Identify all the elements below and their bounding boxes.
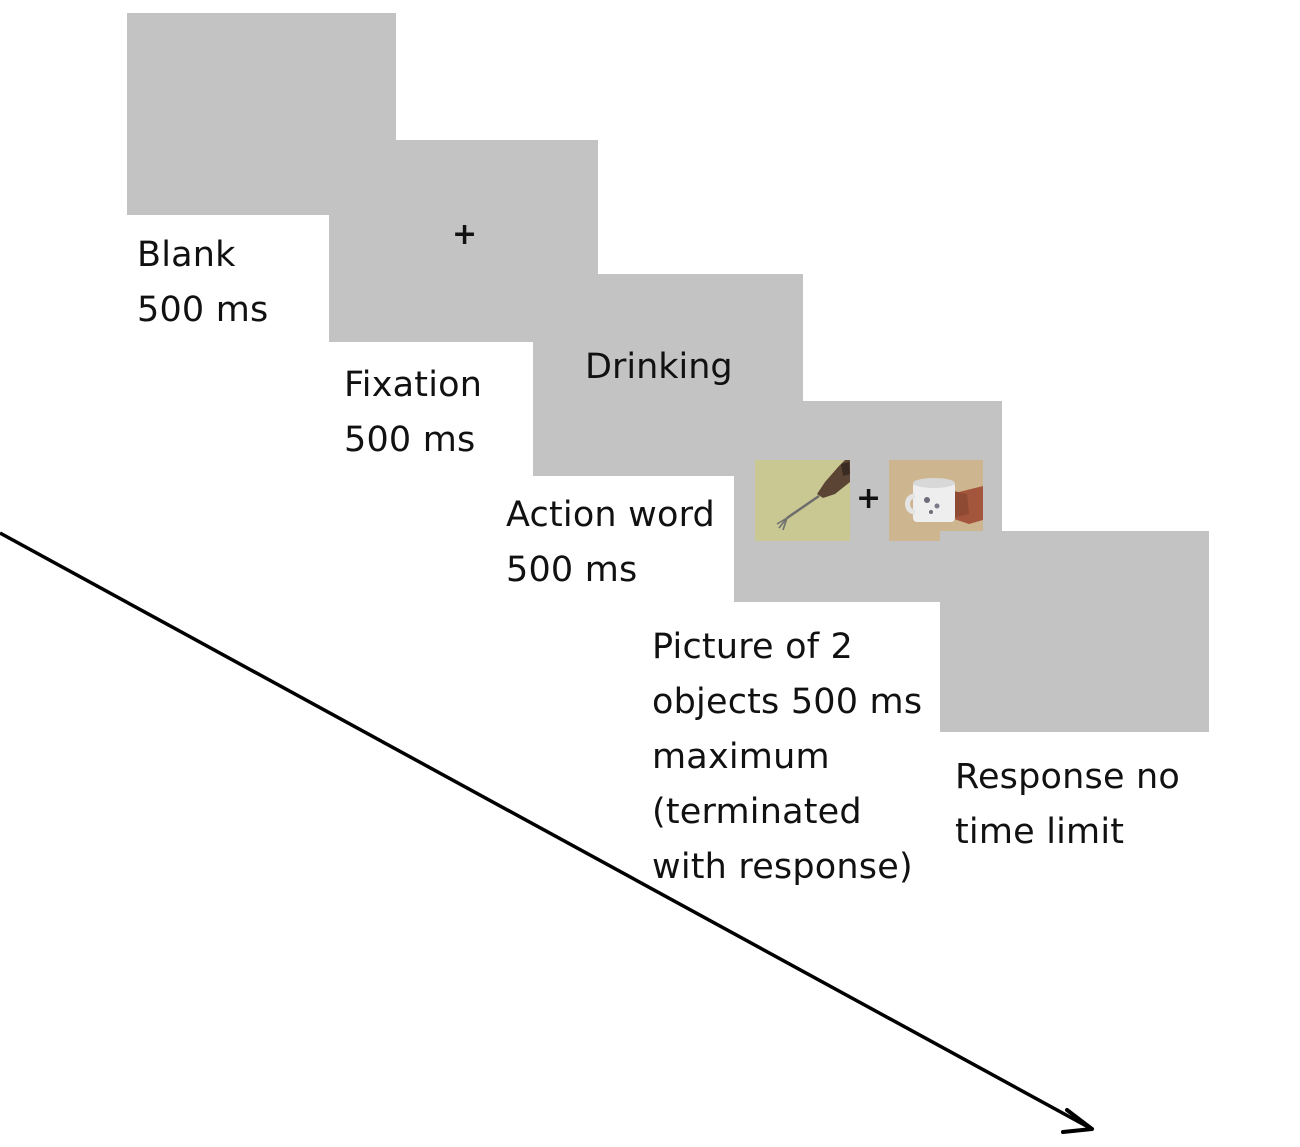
action-word-text: Drinking bbox=[585, 347, 733, 387]
action-word-caption-line2: 500 ms bbox=[506, 550, 638, 590]
response-caption-line2: time limit bbox=[955, 812, 1125, 852]
picture-caption-line4: (terminated bbox=[652, 792, 862, 832]
action-word-caption-line1: Action word bbox=[506, 495, 715, 535]
fixation-caption-line1: Fixation bbox=[344, 365, 483, 405]
fixation-cross: + bbox=[452, 217, 478, 252]
mug-photo bbox=[889, 460, 983, 541]
blank-caption: Blank 500 ms bbox=[137, 228, 268, 338]
hand-holding-mug-icon bbox=[889, 460, 983, 541]
picture-caption-line2: objects 500 ms bbox=[652, 682, 923, 722]
picture-caption-line1: Picture of 2 bbox=[652, 627, 854, 667]
action-word-caption: Action word 500 ms bbox=[506, 488, 715, 598]
response-caption-line1: Response no bbox=[955, 757, 1181, 797]
time-arrow-line bbox=[0, 531, 1091, 1130]
time-arrow-head bbox=[1061, 1108, 1094, 1134]
hand-holding-fork-icon bbox=[755, 460, 850, 541]
blank-caption-line2: 500 ms bbox=[137, 290, 269, 330]
blank-caption-line1: Blank bbox=[137, 235, 236, 275]
response-caption: Response no time limit bbox=[955, 750, 1180, 860]
picture-caption-line3: maximum bbox=[652, 737, 830, 777]
picture-caption: Picture of 2 objects 500 ms maximum (ter… bbox=[652, 620, 922, 895]
fork-photo bbox=[755, 460, 850, 541]
picture-cross: + bbox=[856, 481, 882, 516]
picture-frame: + bbox=[734, 401, 1002, 602]
picture-caption-line5: with response) bbox=[652, 847, 913, 887]
fixation-caption-line2: 500 ms bbox=[344, 420, 476, 460]
response-frame bbox=[940, 531, 1209, 732]
fixation-caption: Fixation 500 ms bbox=[344, 358, 482, 468]
